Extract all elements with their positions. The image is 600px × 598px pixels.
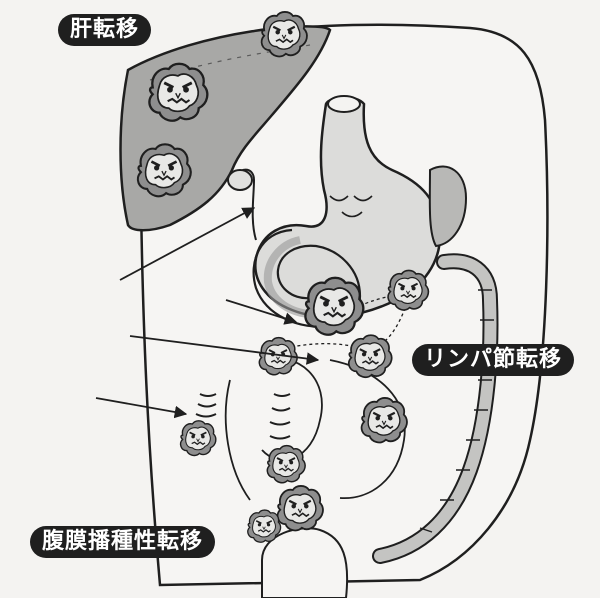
- gallbladder: [227, 169, 253, 191]
- label-lymph-node-metastasis: リンパ節転移: [412, 344, 575, 376]
- stomach-face: [329, 195, 373, 218]
- tumor-face-icon: [347, 334, 393, 379]
- arrow-icon: [95, 397, 188, 419]
- tumor-face-icon: [260, 10, 309, 58]
- tumor-face-icon: [136, 142, 193, 198]
- esophagus-opening: [327, 95, 361, 113]
- motion-lines: [195, 393, 291, 440]
- label-peritoneal-dissemination: 腹膜播種性転移: [30, 526, 216, 558]
- colon-fill: [374, 255, 497, 562]
- tumor-face-icon: [360, 396, 409, 444]
- tumor-face-icon: [266, 444, 307, 484]
- tumor-face-icon: [387, 269, 430, 311]
- duodenum-inner: [263, 236, 321, 319]
- arrow-icon: [225, 299, 298, 325]
- arrow-icon: [119, 207, 256, 281]
- tumor-face-icon: [303, 276, 365, 337]
- arrow-icon: [129, 335, 320, 365]
- spleen: [428, 165, 468, 248]
- label-liver-metastasis: 肝転移: [58, 14, 152, 46]
- tumor-face-icon: [247, 509, 282, 544]
- tumor-face-icon: [276, 484, 325, 532]
- tumor-face-icon: [179, 419, 217, 457]
- tumor-face-icon: [147, 62, 209, 123]
